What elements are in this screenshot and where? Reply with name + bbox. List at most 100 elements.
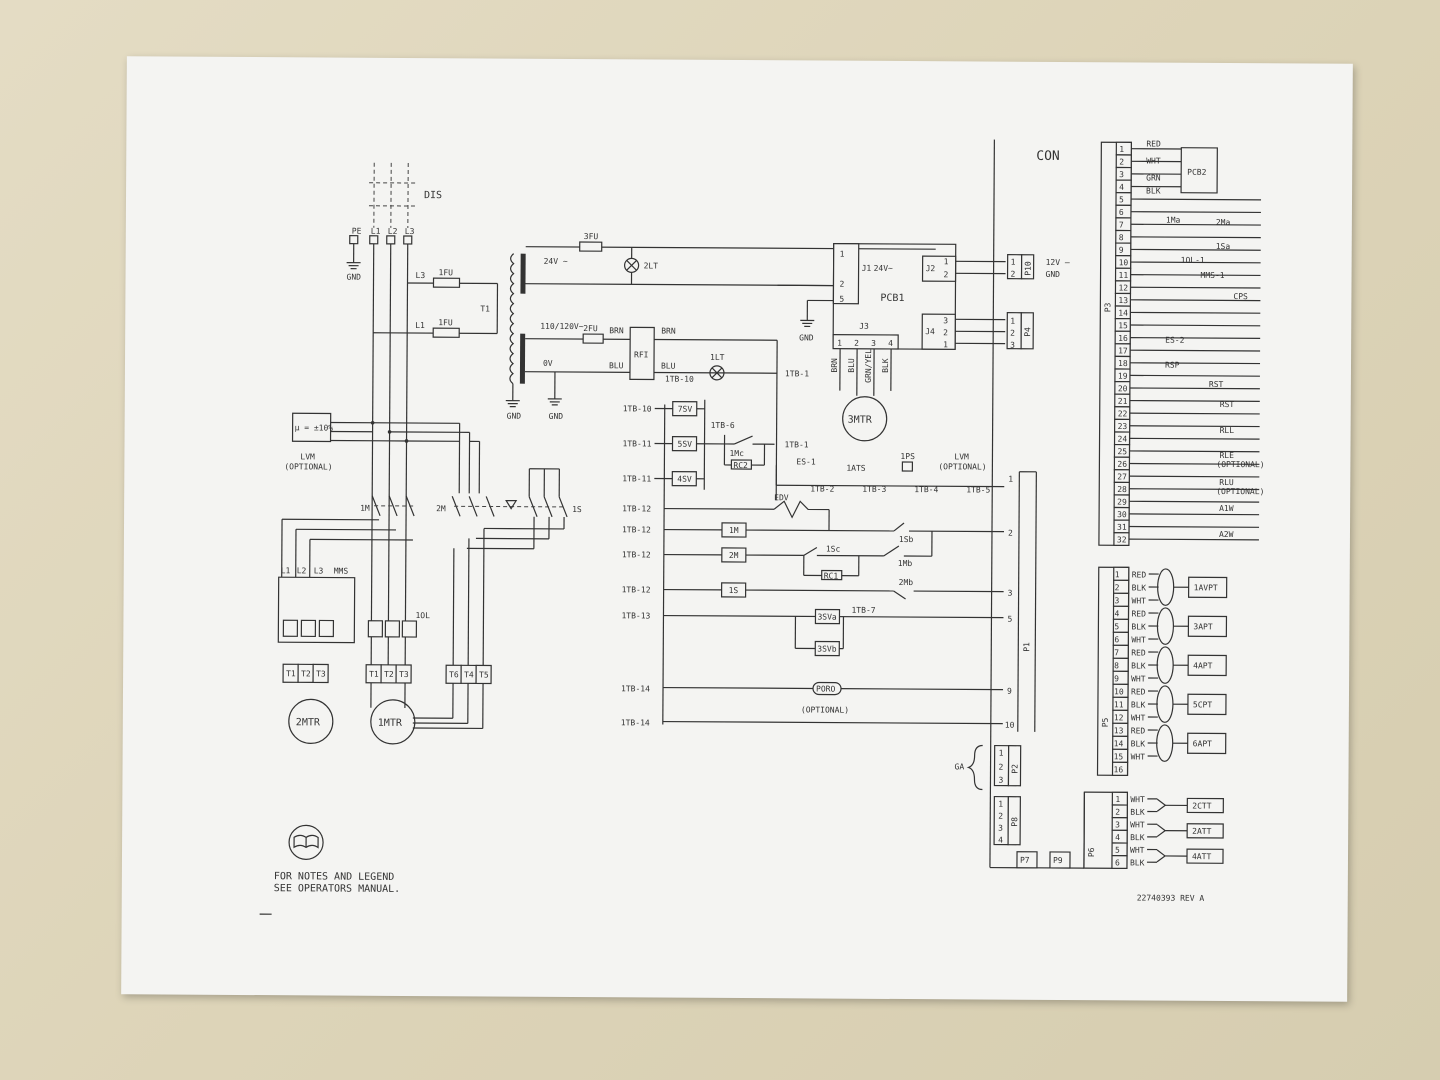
shield-braid-icon bbox=[1156, 685, 1174, 723]
svg-text:T1: T1 bbox=[286, 669, 296, 678]
rung-label-9: 1TB-14 bbox=[621, 684, 650, 693]
pcb1-j3-pin2: 2 bbox=[854, 339, 859, 348]
terminal-1tb-7-label: 1TB-7 bbox=[851, 606, 875, 615]
p6-pin-number: 5 bbox=[1115, 846, 1120, 855]
p5-wire-color: WHT bbox=[1131, 713, 1146, 722]
cable-junction-icon bbox=[1156, 798, 1167, 812]
fuse-3fu-label: 3FU bbox=[584, 232, 599, 241]
p5-pin-number: 14 bbox=[1114, 739, 1124, 748]
connector-group-bottom: GA 1 2 3 P2 1 2 3 4 P8 P7 P9 bbox=[955, 744, 1085, 869]
p3-pin-number: 22 bbox=[1118, 409, 1128, 418]
pressure-transducer-label: 5CPT bbox=[1193, 700, 1213, 709]
p1-pin-3: 3 bbox=[1008, 589, 1013, 598]
pcb1-j1-label: J1 bbox=[862, 264, 872, 273]
overload-1ol-2 bbox=[384, 620, 401, 638]
rung-label-7: 1TB-12 bbox=[622, 585, 651, 594]
p4-pin2: 2 bbox=[1010, 329, 1015, 338]
pcb1-board: 1 2 5 J1 24V~ PCB1 J2 1 2 J4 3 2 1 J3 1 … bbox=[777, 242, 1070, 442]
switch-1ats-label: 1ATS bbox=[846, 464, 866, 473]
terminal-block-1mtr: T1 T2 T3 bbox=[365, 664, 412, 684]
revision-number: 22740393 REV A bbox=[1137, 893, 1205, 902]
ga-label: GA bbox=[955, 762, 965, 771]
rc-suppressor-1-label: RC1 bbox=[824, 572, 839, 581]
p3-pin-number: 10 bbox=[1119, 258, 1129, 267]
pressure-transducer bbox=[1187, 615, 1228, 638]
p3-pin-number: 21 bbox=[1118, 397, 1128, 406]
p1-pin-10: 10 bbox=[1005, 721, 1015, 730]
p5-pin-number: 15 bbox=[1114, 752, 1124, 761]
temperature-sensor bbox=[1186, 797, 1224, 814]
p8-pin1: 1 bbox=[998, 800, 1003, 809]
pressure-transducer bbox=[1187, 732, 1227, 755]
p5-pin-number: 7 bbox=[1114, 648, 1119, 657]
pcb1-j1 bbox=[832, 242, 860, 305]
p3-pin-number: 28 bbox=[1117, 485, 1127, 494]
wire-blu2-label: BLU bbox=[661, 362, 676, 371]
overload-1ol-label: 1OL bbox=[415, 611, 430, 620]
overload-1ol-1 bbox=[367, 620, 384, 638]
lvm-optional-label: (OPTIONAL) bbox=[284, 462, 332, 471]
contactor-2m-label: 2M bbox=[436, 504, 446, 513]
p3-pin-number: 25 bbox=[1117, 447, 1127, 456]
svg-text:T1: T1 bbox=[369, 670, 379, 679]
shield-braid-icon bbox=[1156, 646, 1174, 684]
p3-label-rll: RLL bbox=[1220, 426, 1235, 435]
p3-label-rst-a: RST bbox=[1209, 380, 1224, 389]
motor-2mtr bbox=[288, 698, 334, 745]
p3-pin-number: 24 bbox=[1118, 435, 1128, 444]
connector-p3-label: P3 bbox=[1103, 302, 1112, 312]
p6-pin-number: 2 bbox=[1115, 808, 1120, 817]
terminal-1tb-3-label: 1TB-3 bbox=[862, 485, 886, 494]
mms-label: MMS bbox=[334, 567, 349, 576]
fuse-1fu-l3 bbox=[432, 277, 461, 288]
terminal-l2 bbox=[386, 235, 396, 245]
temperature-sensor-label: 2CTT bbox=[1192, 801, 1212, 810]
p3-label-cps: CPS bbox=[1233, 292, 1248, 301]
secondary-110v-label: 110/120V~ bbox=[540, 322, 584, 331]
l3-fuse-tap-label: L3 bbox=[416, 271, 426, 280]
rung-label-10: 1TB-14 bbox=[621, 718, 650, 727]
pcb1-wire-brn: BRN bbox=[830, 358, 839, 373]
rung-label-6: 1TB-12 bbox=[622, 550, 651, 559]
p6-wire-color: WHT bbox=[1130, 846, 1145, 855]
terminal-l1 bbox=[369, 235, 379, 245]
pcb1-j3-label: J3 bbox=[859, 322, 869, 331]
contactor-coil-1s-label: 1S bbox=[729, 586, 739, 595]
p5-wire-color: BLK bbox=[1131, 739, 1146, 748]
p3-wire-red: RED bbox=[1146, 139, 1161, 148]
svg-text:T2: T2 bbox=[301, 669, 311, 678]
rfi-filter-label: RFI bbox=[634, 350, 649, 359]
pcb1-j1-pin5: 5 bbox=[839, 295, 844, 304]
p6-pin-number: 1 bbox=[1115, 795, 1120, 804]
terminal-l3 bbox=[403, 235, 413, 245]
p2-pin3: 3 bbox=[998, 776, 1003, 785]
terminal-1tb-4-label: 1TB-4 bbox=[914, 485, 938, 494]
terminal-l3-label: L3 bbox=[405, 227, 415, 236]
p5-wire-color: WHT bbox=[1131, 635, 1146, 644]
p5-pin-number: 2 bbox=[1115, 583, 1120, 592]
p3-pin-number: 9 bbox=[1119, 246, 1124, 255]
p3-label-2ma: 2Ma bbox=[1216, 218, 1231, 227]
connector-p8 bbox=[1007, 796, 1021, 846]
connector-p7-label: P7 bbox=[1020, 856, 1030, 865]
p10-pin1: 1 bbox=[1011, 258, 1016, 267]
pressure-transducer bbox=[1187, 576, 1228, 599]
p8-pin3: 3 bbox=[998, 824, 1003, 833]
power-section: DIS PE L1 L2 L3 GND L3 1FU L1 1FU T1 μ =… bbox=[277, 162, 582, 745]
p10-gnd-label: GND bbox=[1046, 270, 1061, 279]
transformer-t1-label: T1 bbox=[480, 304, 490, 313]
poro-optional-label: (OPTIONAL) bbox=[801, 705, 849, 714]
p3-pin-number: 32 bbox=[1117, 535, 1127, 544]
pressure-transducer-label: 4APT bbox=[1193, 661, 1213, 670]
pcb1-j4-label: J4 bbox=[925, 327, 935, 336]
pressure-transducer-label: 1AVPT bbox=[1194, 583, 1218, 592]
valve-4sv-label: 4SV bbox=[677, 475, 692, 484]
p3-pin-number: 20 bbox=[1118, 384, 1128, 393]
shield-braid-icon bbox=[1156, 724, 1174, 762]
p3-pin-number: 1 bbox=[1119, 145, 1124, 154]
p5-wire-color: WHT bbox=[1131, 752, 1146, 761]
rung-label-8: 1TB-13 bbox=[621, 611, 650, 620]
p5-pin-number: 8 bbox=[1114, 661, 1119, 670]
terminal-1tb-1-label: 1TB-1 bbox=[785, 369, 809, 378]
